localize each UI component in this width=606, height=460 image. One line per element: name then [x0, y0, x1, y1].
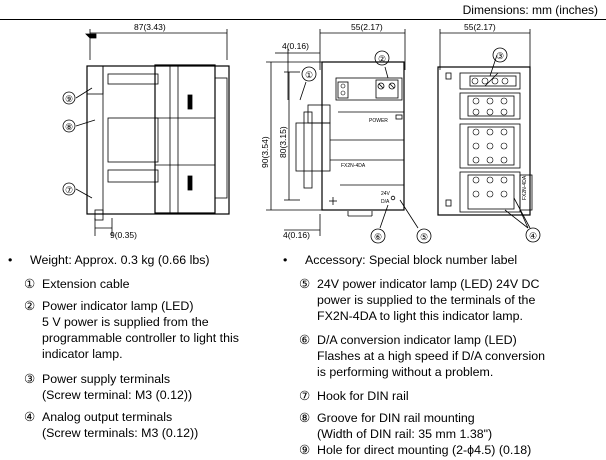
item-line: (Screw terminal: M3 (0.12)) [42, 388, 193, 402]
model-label: FX2N-4DA [341, 163, 366, 169]
front-view [266, 29, 432, 244]
callout-1: ① [305, 70, 313, 80]
item-line: 24V power indicator lamp (LED) 24V DC [317, 277, 540, 291]
accessory-bullet: • Accessory: Special block number label [283, 252, 601, 268]
rear-view [437, 29, 541, 243]
item-line: is performing without a problem. [317, 365, 494, 379]
callout-5: ⑤ [420, 232, 428, 242]
dim-front-width: 55(2.17) [351, 22, 383, 32]
item-line: (Width of DIN rail: 35 mm 1.38") [317, 427, 493, 441]
item-line: Power indicator lamp (LED) [42, 299, 194, 313]
item-marker: ② [24, 299, 36, 313]
weight-bullet: • Weight: Approx. 0.3 kg (0.66 lbs) [8, 252, 276, 268]
item-line: D/A conversion indicator lamp (LED) [317, 333, 517, 347]
item-line: Power supply terminals [42, 372, 171, 386]
dimension-drawing: 87(3.43) 55(2.17) 55(2.17) 4(0.16) 4(0.1… [62, 22, 541, 244]
dim-rear-width: 55(2.17) [464, 22, 496, 32]
callout-7: ⑦ [65, 185, 73, 195]
v24-label: 24V [381, 191, 391, 197]
dim-height-inner: 80(3.15) [278, 126, 288, 158]
item-line: Analog output terminals [42, 410, 173, 424]
item-line: (Screw terminals: M3 (0.12)) [42, 426, 199, 440]
item-line: indicator lamp. [42, 347, 123, 361]
callout-8: ⑧ [65, 122, 73, 132]
item-line: 5 V power is supplied from the [42, 315, 209, 329]
callout-4: ④ [529, 231, 537, 241]
item-line: power is supplied to the terminals of th… [317, 293, 536, 307]
left-column: • Weight: Approx. 0.3 kg (0.66 lbs) ① Ex… [8, 252, 276, 452]
weight-text: Weight: Approx. 0.3 kg (0.66 lbs) [30, 253, 210, 267]
item-marker: ④ [24, 410, 36, 424]
side-view [62, 29, 230, 236]
dim-height-total: 90(3.54) [260, 136, 270, 168]
item-marker: ⑨ [299, 443, 311, 457]
item-line: Hook for DIN rail [317, 389, 409, 403]
item-marker: ⑧ [299, 411, 311, 425]
dim-front-offset: 4(0.16) [282, 41, 309, 51]
dim-side-width: 87(3.43) [134, 22, 166, 32]
item-line: programmable controller to light this [42, 331, 239, 345]
power-label: POWER [369, 118, 388, 124]
dim-bottom-offset: 4(0.16) [283, 230, 310, 240]
callout-3: ③ [496, 51, 504, 61]
item-marker: ⑤ [299, 277, 311, 291]
callout-9: ⑨ [65, 94, 73, 104]
item-line: Flashes at a high speed if D/A conversio… [317, 349, 545, 363]
item-marker: ③ [24, 372, 36, 386]
rear-model-label: FX2N-4DA [522, 175, 528, 200]
item-marker: ① [24, 277, 36, 291]
callout-6: ⑥ [374, 232, 382, 242]
item-line: Groove for DIN rail mounting [317, 411, 475, 425]
item-marker: ⑥ [299, 333, 311, 347]
callout-2: ② [378, 54, 386, 64]
header-rule [0, 19, 606, 20]
da-label: D/A [381, 199, 390, 205]
item-line: Hole for direct mounting (2-ϕ4.5) (0.18) [317, 443, 532, 457]
dimensions-title: Dimensions: mm (inches) [462, 3, 598, 17]
bullet-dot: • [283, 253, 288, 267]
right-column: • Accessory: Special block number label … [283, 252, 601, 458]
item-line: FX2N-4DA to light this indicator lamp. [317, 309, 523, 323]
accessory-text: Accessory: Special block number label [305, 253, 518, 267]
item-marker: ⑦ [299, 389, 311, 403]
bullet-dot: • [8, 253, 13, 267]
dim-side-bottom: 9(0.35) [110, 230, 137, 240]
item-line: Extension cable [42, 277, 130, 291]
